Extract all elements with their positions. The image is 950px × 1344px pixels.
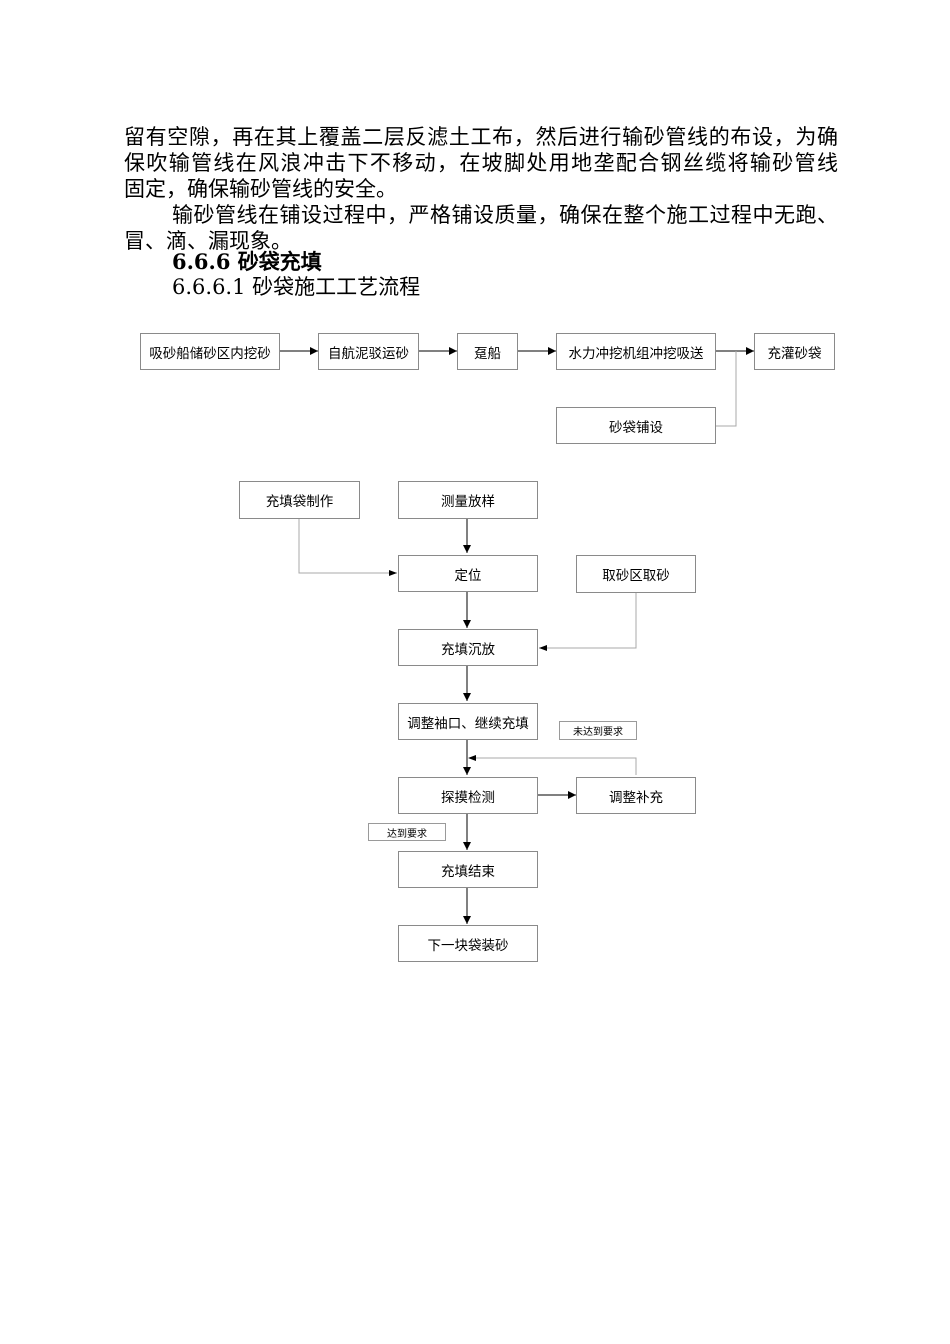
flow2-box-fill-end: 充填结束 (398, 851, 538, 888)
flow2-box-adjust-fill: 调整袖口、继续充填 (398, 703, 538, 740)
flow1-box-bag-laying: 砂袋铺设 (556, 407, 716, 444)
connector-take-sand (539, 593, 637, 649)
flow1-box-dredge: 吸砂船储砂区内挖砂 (140, 333, 280, 370)
flow2-box-position: 定位 (398, 555, 538, 592)
connector-make-bag (298, 519, 397, 574)
paragraph-1-line-3: 固定，确保输砂管线的安全。 (124, 177, 397, 201)
flow2-box-supplement: 调整补充 (576, 777, 696, 814)
flow1-box-fill-bag: 充灌砂袋 (754, 333, 835, 370)
paragraph-1-line-1: 留有空隙，再在其上覆盖二层反滤土工布，然后进行输砂管线的布设，为确 (124, 125, 838, 149)
connector-supplement-back (469, 757, 637, 775)
flow2-box-fill-sink: 充填沉放 (398, 629, 538, 666)
flow1-box-pontoon: 趸船 (457, 333, 518, 370)
flow2-box-survey: 测量放样 (398, 481, 538, 519)
subsection-heading: 6.6.6.1 砂袋施工工艺流程 (172, 275, 421, 299)
flow2-box-next-bag: 下一块袋装砂 (398, 925, 538, 962)
condition-not-met-tag: 未达到要求 (559, 721, 637, 740)
paragraph-2-line-1: 输砂管线在铺设过程中，严格铺设质量，确保在整个施工过程中无跑、 (172, 203, 838, 227)
flow2-box-probe: 探摸检测 (398, 777, 538, 814)
flow1-box-hydraulic: 水力冲挖机组冲挖吸送 (556, 333, 716, 370)
section-heading: 6.6.6 砂袋充填 (172, 249, 322, 274)
connector-laying (716, 351, 737, 427)
paragraph-1-line-2: 保吹输管线在风浪冲击下不移动，在坡脚处用地垄配合钢丝缆将输砂管线 (124, 151, 838, 175)
flow2-box-make-bag: 充填袋制作 (239, 481, 360, 519)
paragraph-2-line-2: 冒、滴、漏现象。 (124, 229, 292, 253)
condition-met-tag: 达到要求 (368, 823, 446, 841)
flow2-box-take-sand: 取砂区取砂 (576, 555, 696, 593)
flow1-box-barge-transport: 自航泥驳运砂 (318, 333, 419, 370)
